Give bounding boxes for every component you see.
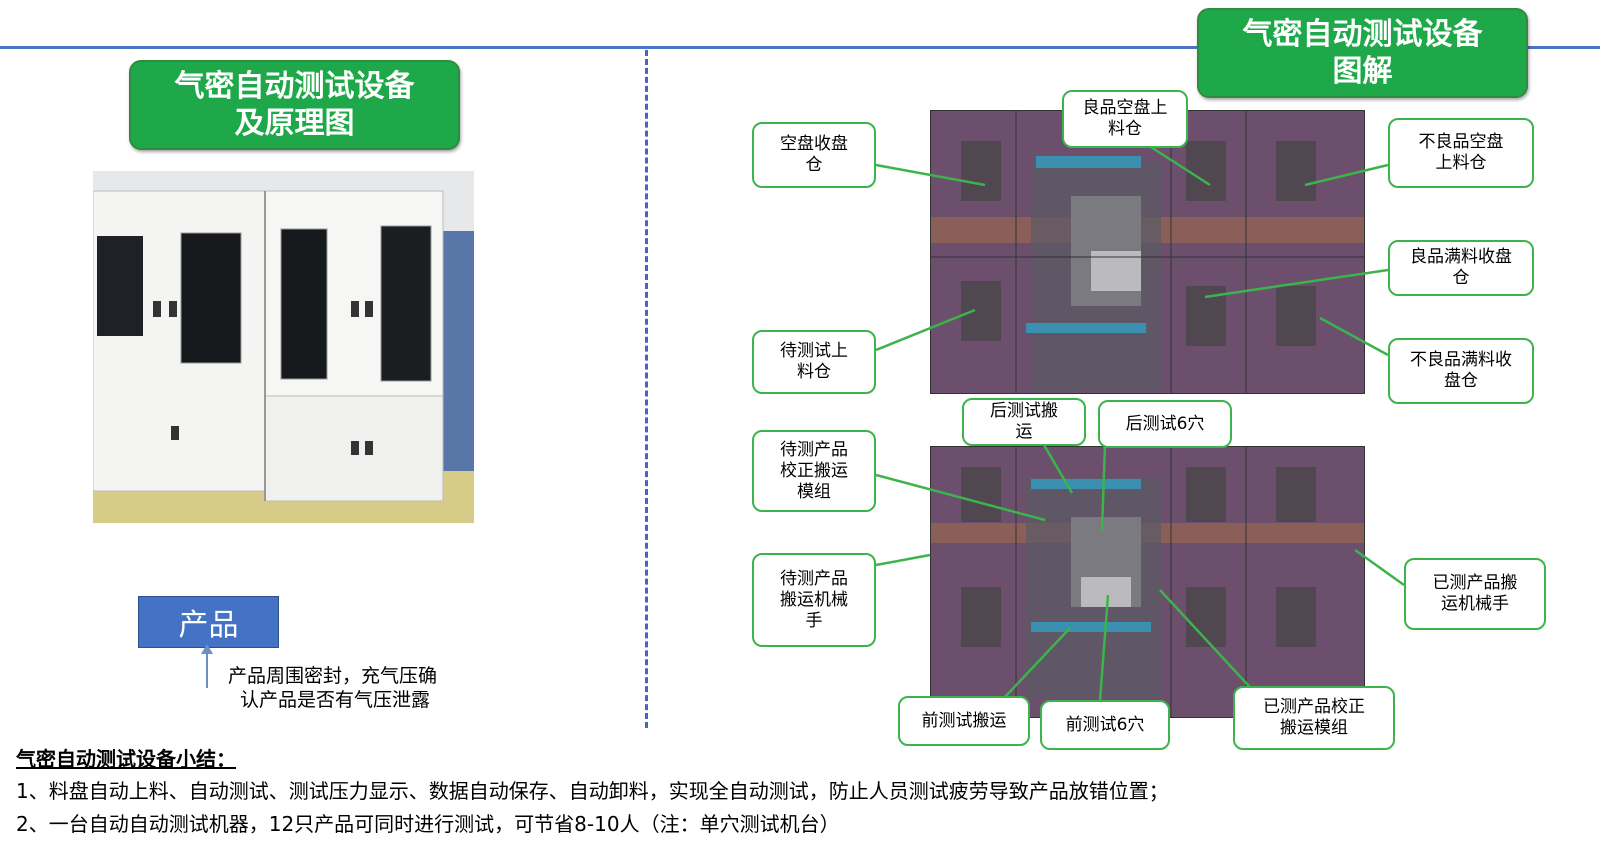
callout-ng-empty-tray-loader-line2: 上料仓 (1435, 153, 1487, 173)
top-rule (0, 46, 1600, 49)
callout-front-test-6-cavity-line1: 前测试6穴 (1065, 714, 1145, 735)
summary-title: 气密自动测试设备小结： (16, 747, 236, 771)
callout-ng-full-tray-bin: 不良品满料收盘仓 (1388, 338, 1534, 404)
callout-untested-robot-arm-line2: 搬运机械 (780, 589, 848, 610)
callout-rear-test-transfer-line2: 运 (1015, 422, 1033, 442)
callout-tested-align-module: 已测产品校正搬运模组 (1233, 686, 1395, 750)
callout-untested-loader-line2: 料仓 (797, 362, 831, 382)
callout-untested-robot-arm-line3: 手 (805, 610, 823, 631)
callout-front-test-6-cavity: 前测试6穴 (1040, 700, 1170, 750)
product-box: 产品 (138, 596, 279, 648)
callout-ng-empty-tray-loader: 不良品空盘上料仓 (1388, 118, 1534, 188)
callout-rear-test-6-cavity: 后测试6穴 (1098, 400, 1232, 448)
callout-untested-loader: 待测试上料仓 (752, 330, 876, 394)
callout-untested-align-module-line3: 模组 (797, 481, 831, 502)
callout-tested-robot-arm: 已测产品搬运机械手 (1404, 558, 1546, 630)
right-title-line2: 图解 (1332, 54, 1393, 89)
callout-tested-align-module-line2: 搬运模组 (1280, 718, 1348, 738)
callout-good-full-tray-bin-line1: 良品满料收盘 (1410, 247, 1512, 267)
left-title-banner: 气密自动测试设备 及原理图 (129, 60, 460, 150)
callout-good-empty-tray-loader-line1: 良品空盘上 (1082, 98, 1168, 118)
left-title-line1: 气密自动测试设备 (174, 68, 415, 104)
callout-good-full-tray-bin-line2: 仓 (1452, 268, 1470, 288)
product-note-line2: 认产品是否有气压泄露 (240, 689, 431, 711)
callout-tested-align-module-line1: 已测产品校正 (1263, 697, 1365, 717)
callout-rear-test-transfer: 后测试搬运 (962, 398, 1086, 446)
callout-untested-robot-arm: 待测产品搬运机械手 (752, 553, 876, 647)
callout-empty-tray-bin: 空盘收盘仓 (752, 122, 876, 188)
callout-untested-align-module: 待测产品校正搬运模组 (752, 430, 876, 512)
callout-rear-test-transfer-line1: 后测试搬 (990, 401, 1058, 421)
callout-empty-tray-bin-line1: 空盘收盘 (780, 134, 848, 154)
callout-front-test-transfer-line1: 前测试搬运 (921, 710, 1007, 731)
callout-untested-align-module-line1: 待测产品 (780, 439, 848, 460)
callout-good-empty-tray-loader-line2: 料仓 (1108, 119, 1142, 139)
machine-photo (93, 171, 474, 523)
callout-good-empty-tray-loader: 良品空盘上料仓 (1062, 90, 1188, 148)
right-title-line1: 气密自动测试设备 (1242, 16, 1483, 52)
machine-top-drawing (931, 111, 1364, 393)
summary-line-1: 1、料盘自动上料、自动测试、测试压力显示、数据自动保存、自动卸料，实现全自动测试… (16, 779, 1169, 803)
left-title-line2: 及原理图 (234, 106, 355, 141)
callout-untested-align-module-line2: 校正搬运 (780, 460, 848, 481)
vertical-divider (645, 50, 648, 728)
callout-untested-robot-arm-line1: 待测产品 (780, 568, 848, 589)
product-note: 产品周围密封，充气压确 认产品是否有气压泄露 (228, 664, 508, 712)
callout-tested-robot-arm-line2: 运机械手 (1441, 594, 1509, 614)
callout-rear-test-6-cavity-line1: 后测试6穴 (1125, 413, 1205, 434)
callout-tested-robot-arm-line1: 已测产品搬 (1432, 573, 1518, 593)
callout-ng-empty-tray-loader-line1: 不良品空盘 (1418, 132, 1504, 152)
machine-diagram-bottom (930, 446, 1365, 718)
up-arrow-icon (201, 644, 213, 688)
machine-diagram-top (930, 110, 1365, 394)
callout-empty-tray-bin-line2: 仓 (805, 155, 823, 175)
callout-ng-full-tray-bin-line1: 不良品满料收 (1410, 350, 1512, 370)
callout-front-test-transfer: 前测试搬运 (898, 696, 1030, 746)
summary-line-2: 2、一台自动自动测试机器，12只产品可同时进行测试，可节省8-10人（注：单穴测… (16, 812, 840, 836)
machine-bottom-drawing (931, 447, 1364, 717)
callout-untested-loader-line1: 待测试上 (780, 341, 848, 361)
callout-ng-full-tray-bin-line2: 盘仓 (1444, 371, 1478, 391)
right-title-banner: 气密自动测试设备 图解 (1197, 8, 1528, 98)
callout-good-full-tray-bin: 良品满料收盘仓 (1388, 240, 1534, 296)
machine-photo-image (93, 171, 474, 523)
product-note-line1: 产品周围密封，充气压确 (228, 665, 438, 687)
